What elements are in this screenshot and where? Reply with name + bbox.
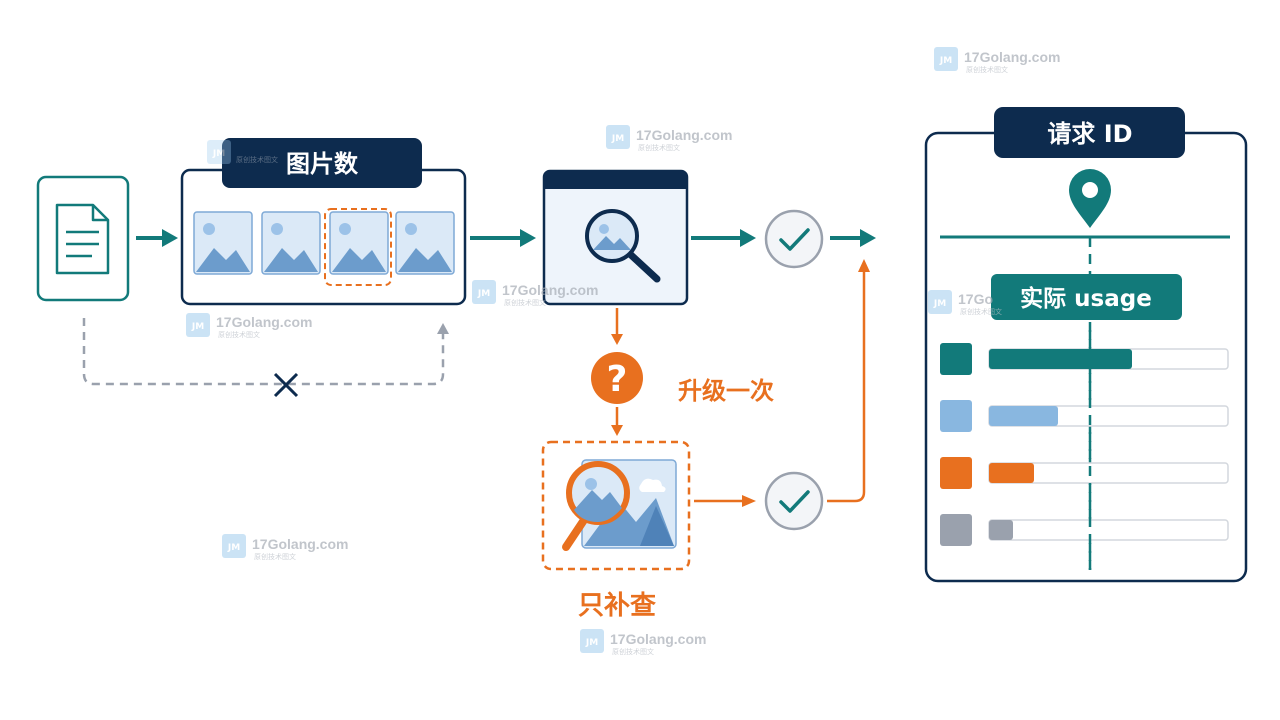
svg-text:原创技术图文: 原创技术图文	[966, 65, 1008, 74]
image-count-box	[180, 168, 467, 306]
svg-text:17Golang.com: 17Golang.com	[964, 49, 1060, 65]
image-icon-3	[329, 211, 389, 275]
orange-magnifier-icon	[562, 461, 630, 551]
usage-legend-square-orange	[940, 457, 972, 489]
watermark-3: 17Golang.com 原创技术图文	[472, 280, 598, 307]
question-icon: ?	[591, 352, 643, 404]
arrow-check-to-up	[827, 259, 870, 503]
selected-image-outline	[324, 208, 392, 286]
usage-bar-track-gray	[988, 519, 1229, 541]
image-icon-4	[395, 211, 455, 275]
only-recheck-label: 只补查	[578, 591, 656, 621]
arrow-doc-to-images	[136, 229, 178, 247]
usage-bar-fill-teal	[989, 349, 1132, 369]
usage-bar-fill-orange	[989, 463, 1034, 483]
usage-legend-square-gray	[940, 514, 972, 546]
image-icon-2	[261, 211, 321, 275]
arrow-images-to-search	[470, 229, 536, 247]
usage-legend-square-light-blue	[940, 400, 972, 432]
image-icon-1	[193, 211, 253, 275]
image-count-header: 图片数	[222, 138, 422, 188]
svg-text:17Go: 17Go	[958, 291, 993, 307]
upgrade-once-label: 升级一次	[678, 377, 774, 405]
svg-text:原创技术图文: 原创技术图文	[504, 298, 546, 307]
request-id-label: 请求 ID	[1047, 120, 1132, 148]
arrow-search-to-check	[691, 229, 756, 247]
svg-text:原创技术图文: 原创技术图文	[218, 330, 260, 339]
cross-icon	[273, 372, 299, 398]
check-icon-top	[764, 209, 824, 269]
watermark-5: 17Golang.com 原创技术图文	[222, 534, 348, 561]
arrow-recheck-to-check	[694, 495, 756, 507]
watermark-1: 17Golang.com 原创技术图文	[934, 47, 1060, 74]
request-id-header: 请求 ID	[994, 107, 1185, 158]
document-icon	[36, 175, 130, 302]
location-pin-icon	[1069, 169, 1111, 228]
watermark-4: 17Golang.com 原创技术图文	[186, 313, 312, 339]
arrow-question-to-recheck	[611, 407, 623, 436]
usage-bars	[940, 330, 1229, 570]
usage-legend-square-teal	[940, 343, 972, 375]
actual-usage-header: 实际 usage	[991, 274, 1182, 320]
request-panel	[924, 131, 1248, 583]
svg-text:原创技术图文: 原创技术图文	[960, 307, 1002, 316]
arrow-search-to-question	[611, 308, 623, 345]
watermark-6: 17Golang.com 原创技术图文	[580, 629, 706, 656]
usage-bar-fill-light-blue	[989, 406, 1058, 426]
usage-bar-fill-gray	[989, 520, 1013, 540]
actual-usage-label: 实际 usage	[1020, 285, 1152, 312]
recheck-box	[541, 440, 691, 571]
check-icon-bottom	[764, 471, 824, 531]
search-window	[542, 169, 689, 306]
watermark-2: 17Golang.com 原创技术图文	[606, 125, 732, 152]
svg-text:17Golang.com: 17Golang.com	[216, 314, 312, 330]
svg-text:?: ?	[607, 359, 628, 400]
svg-text:17Golang.com: 17Golang.com	[610, 631, 706, 647]
watermark-7: 原创技术图文	[207, 140, 278, 164]
svg-text:原创技术图文: 原创技术图文	[236, 155, 278, 164]
svg-text:17Golang.com: 17Golang.com	[252, 536, 348, 552]
magnifier-icon	[585, 209, 661, 283]
svg-text:17Golang.com: 17Golang.com	[502, 282, 598, 298]
svg-text:原创技术图文: 原创技术图文	[638, 143, 680, 152]
arrow-check-to-panel	[830, 229, 876, 247]
skip-path-dashed	[82, 318, 449, 398]
svg-text:17Golang.com: 17Golang.com	[636, 127, 732, 143]
image-count-label: 图片数	[286, 150, 359, 178]
watermark-8: 17Go 原创技术图文	[928, 290, 1002, 316]
svg-text:原创技术图文: 原创技术图文	[254, 552, 296, 561]
svg-text:原创技术图文: 原创技术图文	[612, 647, 654, 656]
